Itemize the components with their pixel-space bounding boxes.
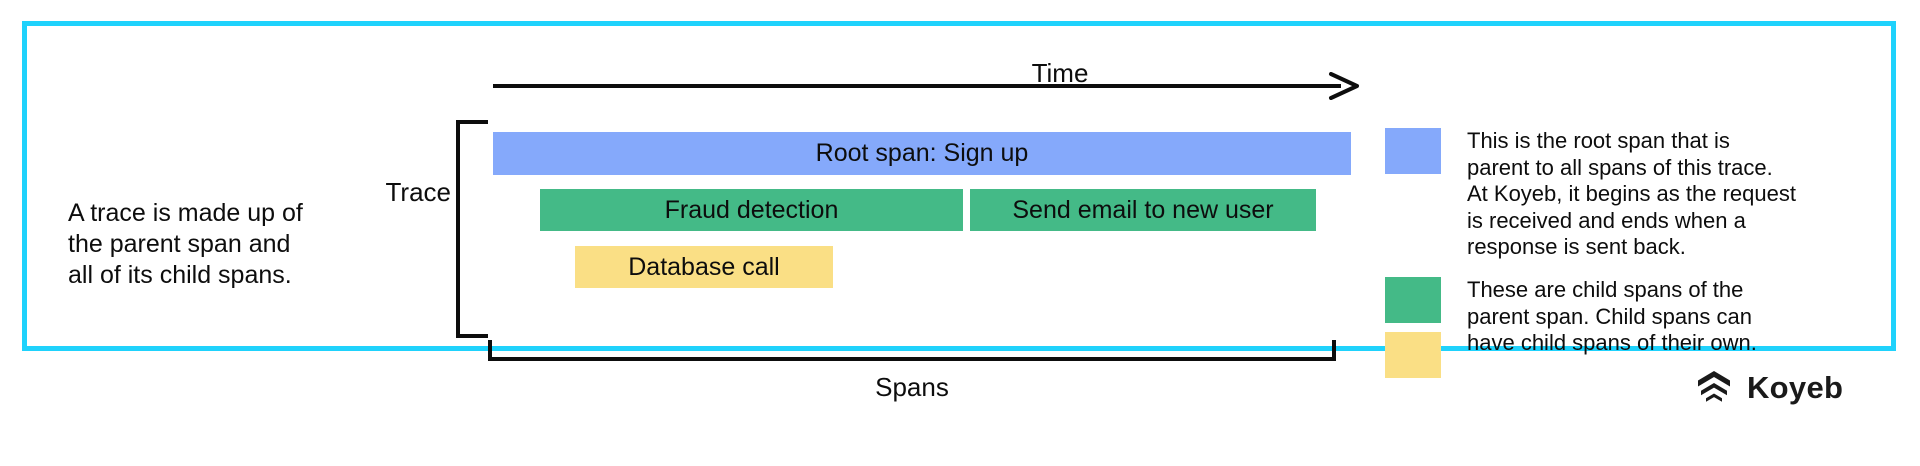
time-arrow-icon <box>493 72 1359 100</box>
legend-item-root-span: This is the root span that is parent to … <box>1385 128 1797 261</box>
legend-swatch-stack <box>1385 277 1441 378</box>
spans-bracket-label: Spans <box>875 372 949 402</box>
brand-name: Koyeb <box>1747 370 1844 405</box>
trace-bracket-icon <box>456 120 488 338</box>
legend-swatch-yellow <box>1385 332 1441 378</box>
span-bar-send-email[interactable]: Send email to new user <box>970 189 1316 231</box>
brand-lockup: Koyeb <box>1694 368 1843 408</box>
trace-definition-text: A trace is made up of the parent span an… <box>68 199 303 289</box>
legend-swatch-green <box>1385 277 1441 323</box>
span-bar-database-call[interactable]: Database call <box>575 246 833 288</box>
span-bar-fraud-detection[interactable]: Fraud detection <box>540 189 963 231</box>
legend-root-span-description: This is the root span that is parent to … <box>1467 128 1796 259</box>
legend-swatch-stack <box>1385 128 1441 174</box>
trace-bracket-label: Trace <box>385 177 452 207</box>
legend-swatch-blue <box>1385 128 1441 174</box>
spans-bracket-icon <box>488 340 1336 361</box>
time-axis-label: Time <box>1031 58 1089 88</box>
legend-child-spans-description: These are child spans of the parent span… <box>1467 277 1757 355</box>
span-bar-root[interactable]: Root span: Sign up <box>493 132 1351 175</box>
koyeb-chevron-logo-icon <box>1698 371 1730 402</box>
legend-item-child-spans: These are child spans of the parent span… <box>1385 277 1797 378</box>
diagram-frame <box>22 21 1896 351</box>
